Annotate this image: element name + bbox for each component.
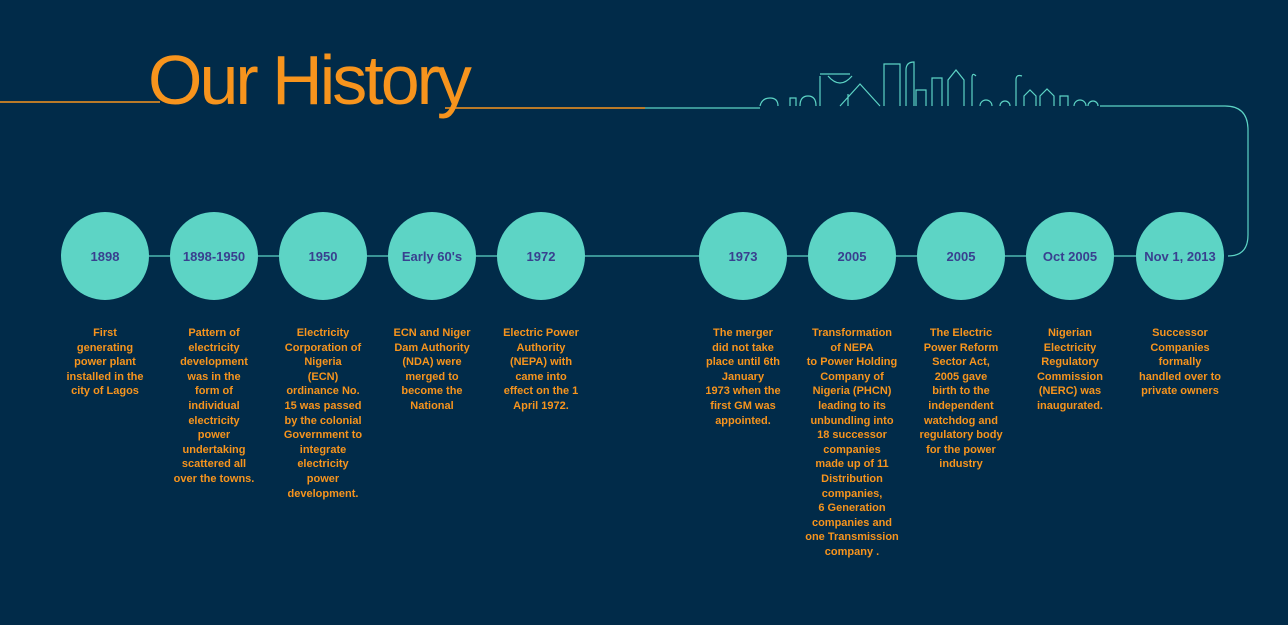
city-skyline-icon	[759, 61, 1099, 107]
page-title: Our History	[148, 41, 472, 119]
timeline-description: Nigerian Electricity Regulatory Commissi…	[1036, 327, 1103, 412]
timeline-date-circle: 1950	[279, 212, 367, 300]
timeline-date-circle: Early 60's	[388, 212, 476, 300]
timeline-date-circle: 2005	[917, 212, 1005, 300]
timeline-date-circle: Oct 2005	[1026, 212, 1114, 300]
timeline-description: First generating power plant installed i…	[66, 327, 144, 398]
timeline-date-circle: 1972	[497, 212, 585, 300]
timeline-description: The Electric Power Reform Sector Act, 20…	[919, 327, 1003, 471]
timeline-date-circle: Nov 1, 2013	[1136, 212, 1224, 300]
timeline-description: Transformation of NEPA to Power Holding …	[805, 327, 899, 558]
header-line-teal	[645, 105, 1249, 257]
timeline-date-circle: 1898-1950	[170, 212, 258, 300]
timeline-description: Successor Companies formally handled ove…	[1139, 327, 1221, 398]
timeline-date-circle: 2005	[808, 212, 896, 300]
timeline-description: Electric Power Authority (NEPA) with cam…	[503, 327, 579, 412]
timeline-description: Pattern of electricity development was i…	[173, 327, 255, 485]
timeline-date-circle: 1898	[61, 212, 149, 300]
timeline-date-circle: 1973	[699, 212, 787, 300]
timeline-description: ECN and Niger Dam Authority (NDA) were m…	[393, 327, 471, 412]
timeline-description: The merger did not take place until 6th …	[705, 327, 781, 427]
timeline-description: Electricity Corporation of Nigeria (ECN)…	[283, 327, 363, 500]
